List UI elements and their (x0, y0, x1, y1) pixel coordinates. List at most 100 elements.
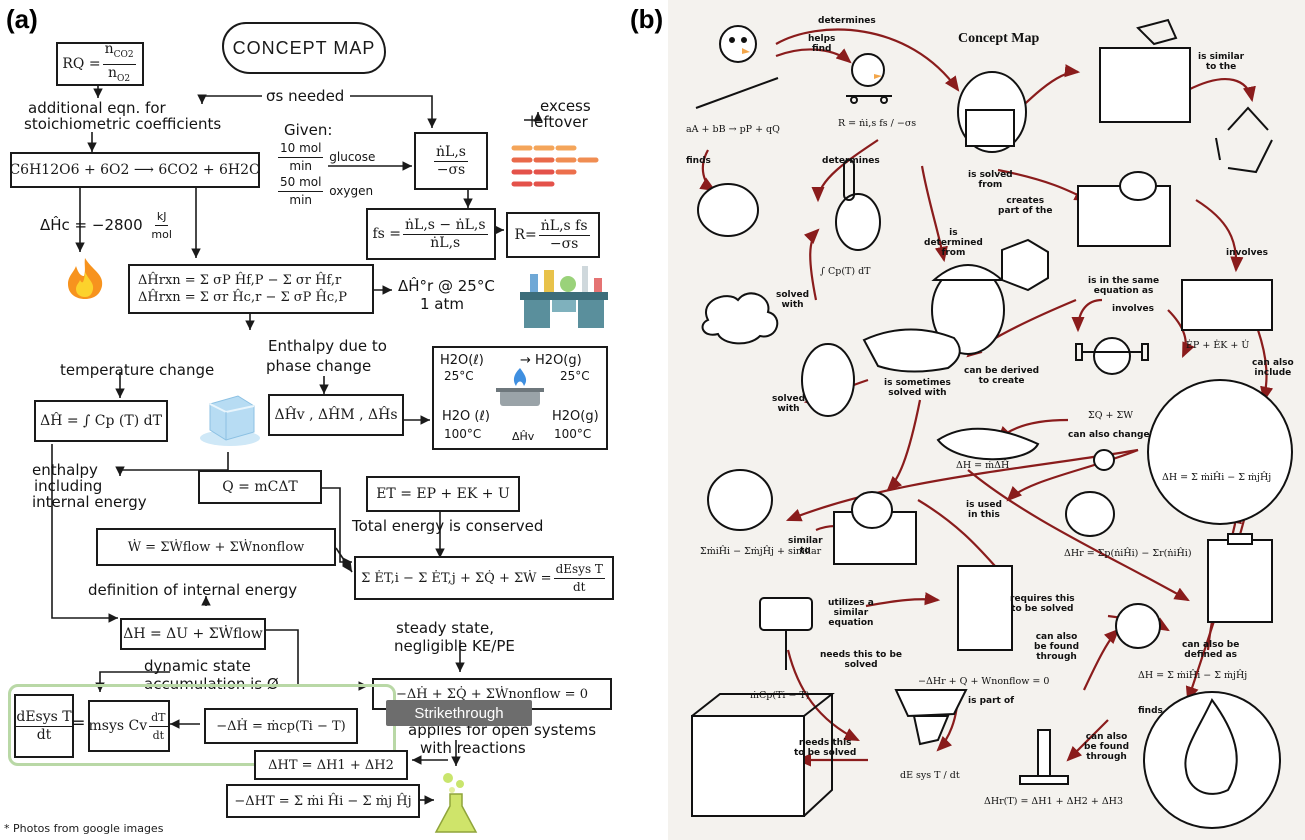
et-box: ET = EP + EK + U (366, 476, 520, 512)
hrxn-box: ΔĤrxn = Σ σP Ĥf,P − Σ σr Ĥf,r ΔĤrxn = Σ … (128, 264, 374, 314)
mcv-num: dT (149, 709, 168, 727)
label-is-determined-from: is determined from (924, 228, 983, 258)
eq-mcp-b: ṁCp(Ti − T) (750, 690, 810, 701)
hrxn-1: ΔĤrxn = Σ σP Ĥf,P − Σ σr Ĥf,r (138, 273, 342, 288)
w-dot-box: Ẇ = ΣẆflow + ΣẆnonflow (96, 528, 336, 566)
eq-rate: R = ṅi,s fs / −σs (838, 118, 917, 129)
eq-dh-mdh: ΔH = ṁΔĤ (956, 460, 1010, 471)
phase-diagram-box: H2O(ℓ) → H2O(g) 25°C 25°C H2O (ℓ) H2O(g)… (432, 346, 608, 450)
panel-a-handwritten-concept-map: (a) (0, 0, 622, 840)
stoich-text: stoichiometric coefficients (24, 115, 222, 133)
rq-den-sub: O2 (117, 73, 131, 84)
panel-b-label: (b) (630, 4, 664, 34)
r-num: ṅL,s fs (538, 217, 590, 236)
label-finds-2: finds (1138, 706, 1163, 716)
phase-t4: 100°C (554, 427, 592, 441)
eq-integral: ∫ Cp(T) dT (820, 266, 871, 277)
label-needs-this: needs this to be solved (794, 738, 857, 758)
ice-cube-image (200, 395, 260, 446)
dh-du-box: ΔH = ΔU + ΣẆflow (120, 618, 266, 650)
hess1-box: ΔHT = ΔH1 + ΔH2 (254, 750, 408, 780)
glucose-rate-den: min (289, 159, 313, 173)
additional-eqn-text: additional eqn. for (28, 99, 166, 117)
label-solved-with-2: solved with (772, 394, 806, 414)
label-creates-part: creates part of the (998, 196, 1053, 216)
panel-a-arrows (51, 84, 543, 805)
ratio-den: −σs (436, 161, 466, 178)
with-reactions-text: with reactions (420, 739, 526, 757)
phase-bot-left: H2O (ℓ) (442, 409, 490, 424)
eq-open-sum: ΣṁiĤi − ΣṁjĤj + similar (700, 546, 822, 557)
phase-t1: 25°C (444, 369, 474, 383)
dh-integral-box: ΔĤ = ∫ Cp (T) dT (34, 400, 168, 442)
label-is-sometimes: is sometimes solved with (884, 378, 951, 398)
energy-balance-lhs: Σ ĖT,i − Σ ĖT,j + ΣQ̇ + ΣẆ = (361, 570, 552, 586)
fs-left: fs = (372, 225, 401, 242)
hrxn-2: ΔĤrxn = Σ σr Ĥc,r − Σ σP Ĥc,P (138, 290, 348, 305)
eq-dh-b2: ΔH = Σ ṁiĤi − Σ ṁjĤj (1138, 670, 1248, 681)
label-solved-with: solved with (776, 290, 810, 310)
r-den: −σs (549, 235, 579, 252)
phase-change-text: phase change (266, 357, 372, 375)
label-is-part-of: is part of (968, 696, 1015, 706)
reaction-box: C6H12O6 + 6O2 ⟶ 6CO2 + 6H2O (9, 152, 261, 188)
fs-den: ṅL,s (430, 234, 461, 251)
standard-text-2: 1 atm (420, 295, 464, 313)
glucose-text: glucose (329, 150, 376, 164)
oxygen-rate-den: min (289, 193, 313, 207)
phase-top-right: → H2O(g) (520, 353, 582, 368)
ratio-num: ṅL,s (434, 143, 468, 162)
steady-text: steady state, (396, 619, 495, 637)
eq-dh-sum: ΔH = Σ ṁiĤi − Σ ṁjĤj (1162, 472, 1272, 483)
fs-num: ṅL,s − ṅL,s (403, 216, 488, 235)
footer-credit: * Photos from google images (4, 822, 164, 835)
label-can-also-found: can also be found through (1034, 632, 1080, 662)
dynamic-text: dynamic state (144, 657, 251, 675)
standard-text: ΔĤ°r @ 25°C (398, 277, 495, 295)
label-can-also-found-2: can also be found through (1084, 732, 1130, 762)
eq-hr-sum: ΔHr = Σp(ṅiĤi) − Σr(ṅiĤi) (1064, 548, 1192, 559)
enthalpy-incl-1: enthalpy (32, 461, 98, 479)
flask-image (434, 773, 478, 833)
enthalpy-due-text: Enthalpy due to (268, 337, 387, 355)
eq-steady-b: −ΔHr + Q + Wnonflow = 0 (918, 676, 1050, 687)
dedt-den: dt (36, 726, 52, 743)
total-conserved-text: Total energy is conserved (352, 517, 544, 535)
phase-top-left: H2O(ℓ) (440, 353, 484, 368)
label-can-also-defined: can also be defined as (1182, 640, 1240, 660)
def-internal-text: definition of internal energy (88, 581, 298, 599)
label-is-solved-from: is solved from (968, 170, 1013, 190)
negligible-text: negligible KE/PE (394, 637, 515, 655)
rq-left: RQ = (62, 55, 101, 72)
strikethrough-tooltip: Strikethrough (386, 700, 532, 726)
delta-hc-units-den: mol (151, 228, 172, 241)
lab-bench-image (520, 266, 608, 328)
glucose-rate-num: 10 mol (278, 140, 324, 158)
oxygen-text: oxygen (329, 184, 374, 198)
rq-num-sub: CO2 (113, 49, 134, 60)
label-involves-2: involves (1112, 304, 1154, 314)
label-requires: requires this to be solved (1010, 594, 1075, 614)
panel-b-title: Concept Map (958, 31, 1040, 46)
phase-bot-right: H2O(g) (552, 409, 599, 424)
eq-hess-b: ΔHr(T) = ΔH1 + ΔH2 + ΔH3 (984, 796, 1124, 807)
ratio-box: ṅL,s−σs (414, 132, 488, 190)
equals-sign: = (72, 713, 86, 732)
panel-b-illustrated-concept-map: Concept Map determines helps find determ… (668, 0, 1305, 840)
panel-b-arrows-and-drawings (691, 18, 1293, 829)
phase-t2: 25°C (560, 369, 590, 383)
eq-sum-energy: ΣQ + ΣW (1088, 410, 1133, 421)
hess2-box: −ΔHT = Σ ṁi Ĥi − Σ ṁj Ĥj (226, 784, 420, 818)
rq-num: n (104, 40, 114, 57)
label-helps-find: helps find (808, 34, 836, 54)
given-text: Given: (284, 121, 333, 139)
latent-box: ΔĤv , ΔĤM , ΔĤs (268, 394, 404, 436)
temp-change-text: temperature change (60, 361, 215, 379)
eq-dedt-b: dE sys T / dt (900, 770, 960, 781)
